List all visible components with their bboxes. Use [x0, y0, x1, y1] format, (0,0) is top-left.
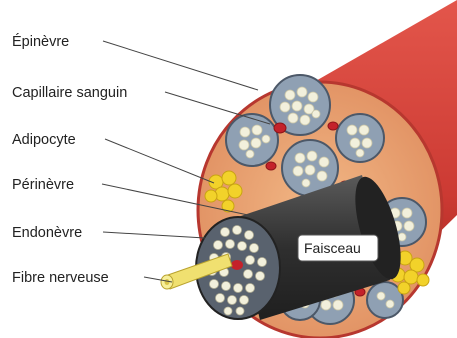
label-endonevre: Endonèvre [12, 225, 82, 241]
label-epinevre: Épinèvre [12, 33, 69, 50]
label-capillaire: Capillaire sanguin [12, 85, 127, 101]
face-capillary [231, 260, 243, 270]
label-perinevre: Périnèvre [12, 177, 74, 193]
faisceau-label: Faisceau [304, 240, 361, 256]
label-adipocyte: Adipocyte [12, 132, 76, 148]
label-fibre: Fibre nerveuse [12, 270, 109, 286]
